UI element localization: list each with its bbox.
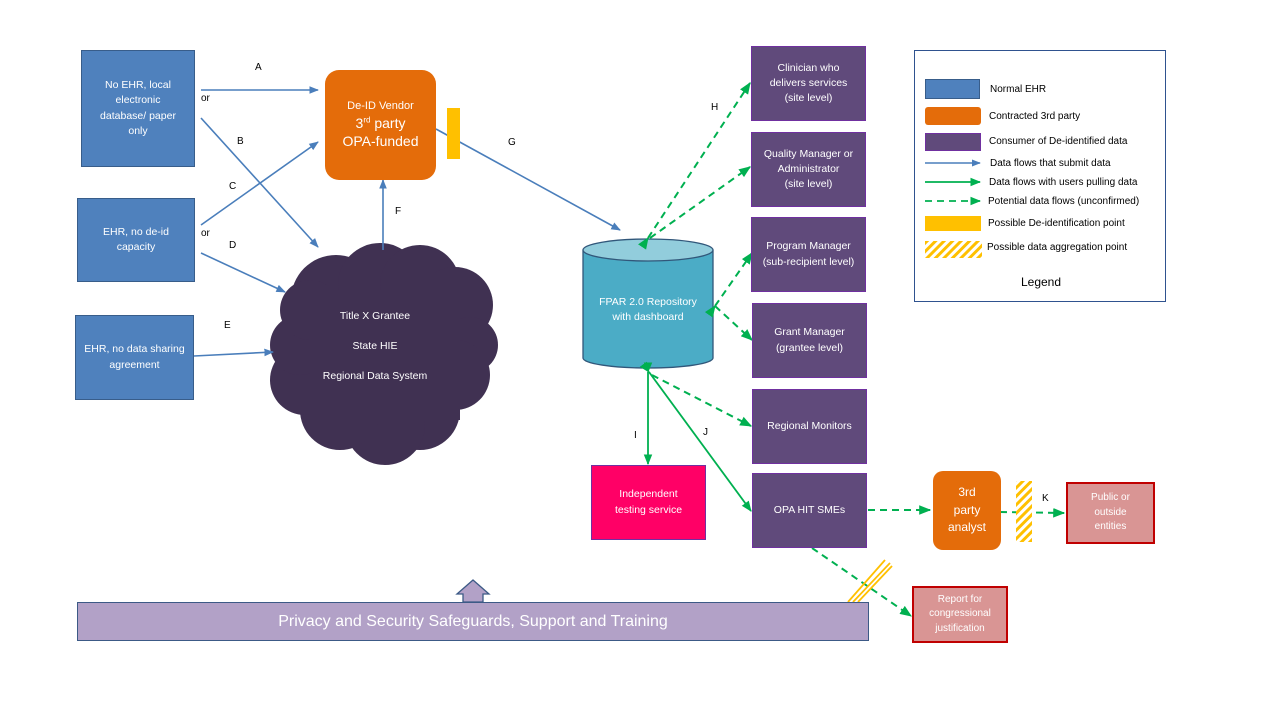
flow-label-j: J [703,427,708,438]
legend-swatch-deid [925,216,981,231]
cloud-labels[interactable]: Title X Grantee State HIE Regional Data … [300,310,450,382]
flow-label-h: H [711,102,719,113]
legend-green-dashed-arrow-icon [925,196,982,206]
flow-label-c: C [229,181,237,192]
consumer-quality-manager[interactable]: Quality Manager or Administrator (site l… [751,132,866,207]
flow-to-report [811,547,912,617]
aggregation-point-marker-report [847,559,893,603]
cloud-regional: Regional Data System [322,370,428,382]
flow-d [200,252,286,293]
vendor-line2-rest: party [370,114,406,131]
third-party-analyst[interactable]: 3rd party analyst [933,471,1001,550]
flow-regional-monitors [651,374,753,427]
deid-point-marker [447,108,460,159]
legend-swatch-consumer [925,133,981,151]
legend-green-arrow-icon [925,177,982,187]
consumer-program-manager[interactable]: Program Manager (sub-recipient level) [751,217,866,292]
flow-e [193,348,274,357]
legend-label-ehr: Normal EHR [990,84,1047,95]
source-ehr-no-deid-label: EHR, no de-id capacity [103,225,169,253]
flow-grant-manager [714,305,753,341]
vendor-line2: 3rd party [356,114,406,133]
flow-k [999,508,1066,518]
vendor-line3: OPA-funded [342,133,419,150]
consumer-quality-manager-label: Quality Manager or Administrator (site l… [763,147,854,191]
legend-label-aggregation: Possible data aggregation point [987,242,1128,253]
flow-quality-manager [649,166,751,239]
consumer-grant-manager[interactable]: Grant Manager (grantee level) [752,303,867,378]
consumer-opa-hit-smes[interactable]: OPA HIT SMEs [752,473,867,548]
legend-title: Legend [1020,275,1062,289]
flow-label-i: I [634,430,637,441]
legend-label-blue-flow: Data flows that submit data [990,158,1111,169]
source-ehr-no-sharing-label: EHR, no data sharing agreement [84,343,185,371]
consumer-program-manager-label: Program Manager (sub-recipient level) [762,240,855,268]
flow-label-b: B [237,136,244,147]
repository[interactable]: FPAR 2.0 Repository with dashboard [583,290,713,330]
public-entities[interactable]: Public or outside entities [1066,482,1155,544]
legend-label-consumer: Consumer of De-identified data [989,136,1128,147]
independent-testing-service[interactable]: Independent testing service [591,465,706,540]
public-label: Public or outside entities [1091,492,1130,533]
flow-label-d: D [229,240,237,251]
legend-swatch-third-party [925,107,981,125]
consumer-clinician[interactable]: Clinician who delivers services (site le… [751,46,866,121]
flow-g [435,128,621,231]
flow-j [639,361,752,512]
consumer-regional-monitors-label: Regional Monitors [767,419,852,432]
vendor-line1: De-ID Vendor [347,99,414,112]
testing-label: Independent testing service [614,488,683,516]
consumer-grant-manager-label: Grant Manager (grantee level) [774,326,845,354]
deid-vendor[interactable]: De-ID Vendor 3rd party OPA-funded [325,70,436,180]
source-ehr-no-deid[interactable]: EHR, no de-id capacity [77,198,195,282]
cloud-shape [270,243,498,465]
flow-c [200,141,319,226]
legend-label-dashed-flow: Potential data flows (unconfirmed) [988,196,1140,207]
consumer-clinician-label: Clinician who delivers services (site le… [769,61,848,105]
flow-h-clinician [638,81,751,250]
or-label-1: or [201,93,210,104]
flow-label-a: A [255,62,262,73]
aggregation-point-marker-analyst [1016,481,1032,542]
cloud-title-x: Title X Grantee [339,310,411,322]
legend-label-deid: Possible De-identification point [988,218,1125,229]
analyst-label: 3rd party analyst [947,485,987,535]
or-label-2: or [201,228,210,239]
safeguards-label: Privacy and Security Safeguards, Support… [278,612,668,630]
source-no-ehr[interactable]: No EHR, local electronic database/ paper… [81,50,195,167]
safeguards-bar[interactable]: Privacy and Security Safeguards, Support… [77,602,869,641]
flow-label-k: K [1042,493,1049,504]
legend: Normal EHR Contracted 3rd party Consumer… [914,50,1166,302]
flow-label-e: E [224,320,231,331]
congressional-report[interactable]: Report for congressional justification [912,586,1008,643]
consumer-regional-monitors[interactable]: Regional Monitors [752,389,867,464]
vendor-line2-sup: rd [363,114,371,124]
legend-label-third-party: Contracted 3rd party [989,111,1081,122]
repository-label: FPAR 2.0 Repository with dashboard [599,295,697,323]
source-no-ehr-label: No EHR, local electronic database/ paper… [100,79,176,137]
legend-blue-arrow-icon [925,159,981,167]
source-ehr-no-sharing[interactable]: EHR, no data sharing agreement [75,315,194,400]
vendor-line2-number: 3 [355,114,364,131]
flow-program-manager [704,252,753,318]
consumer-opa-hit-smes-label: OPA HIT SMEs [773,503,846,516]
cloud-state-hie: State HIE [352,340,398,352]
legend-hatched-swatch [925,241,982,258]
safeguard-up-arrow [455,579,491,603]
legend-label-green-flow: Data flows with users pulling data [989,177,1138,188]
flow-label-f: F [395,206,402,217]
flow-label-g: G [508,137,516,148]
flow-b [200,117,319,248]
report-label: Report for congressional justification [929,593,991,634]
legend-swatch-ehr [925,79,980,99]
